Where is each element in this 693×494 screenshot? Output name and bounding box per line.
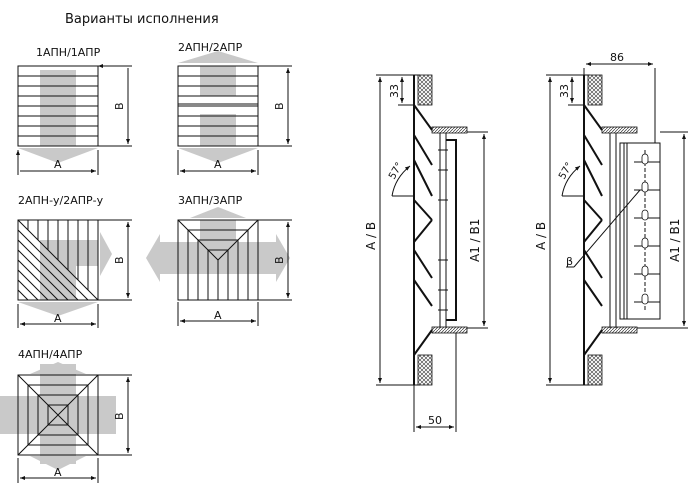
dim-b: B [113,412,126,420]
page-title: Варианты исполнения [65,12,219,27]
dim-b: B [273,256,286,264]
dim-b: B [113,256,126,264]
variant-2apn: 2АПН/2АПР A B [177,41,292,175]
variant-label: 2АПН-у/2АПР-у [18,194,104,207]
variant-label: 4АПН/4АПР [18,348,83,361]
dim-overall: A / B [534,222,548,250]
variant-1apn: 1АПН/1АПР A B [18,46,132,175]
dim-inner: A1 / B1 [468,219,482,262]
dim-a: A [54,312,62,325]
variant-label: 1АПН/1АПР [36,46,101,59]
dim-angle: 57° [557,161,575,182]
dim-a: A [214,158,222,171]
variant-4apn: 4АПН/4АПР A B [0,348,132,483]
dim-a: A [214,309,222,322]
variant-2apn-u: 2АПН-у/2АПР-у A B [17,194,132,328]
dim-overall: A / B [364,222,378,250]
airflow-arrowhead-up [178,51,258,63]
dim-top: 33 [558,84,571,98]
dim-b: B [273,102,286,110]
dim-depth: 86 [610,51,624,64]
dim-top: 33 [388,84,401,98]
variant-label: 2АПН/2АПР [178,41,243,54]
airflow-arrowhead-down [178,148,258,163]
beta-label: β [566,255,573,268]
dim-inner: A1 / B1 [668,219,682,262]
section-view-1: A / B 33 57° A1 / B1 50 [364,74,488,432]
dim-a: A [54,158,62,171]
variant-3apn: 3АПН/3АПР A B [146,194,292,326]
dim-a: A [54,466,62,479]
dim-angle: 57° [387,161,405,182]
dim-depth: 50 [428,414,442,427]
variant-label: 3АПН/3АПР [178,194,243,207]
section-view-2: 86 A / B 33 57° β A1 / B1 [534,51,688,386]
dim-b: B [113,102,126,110]
airflow-arrow [40,70,76,146]
